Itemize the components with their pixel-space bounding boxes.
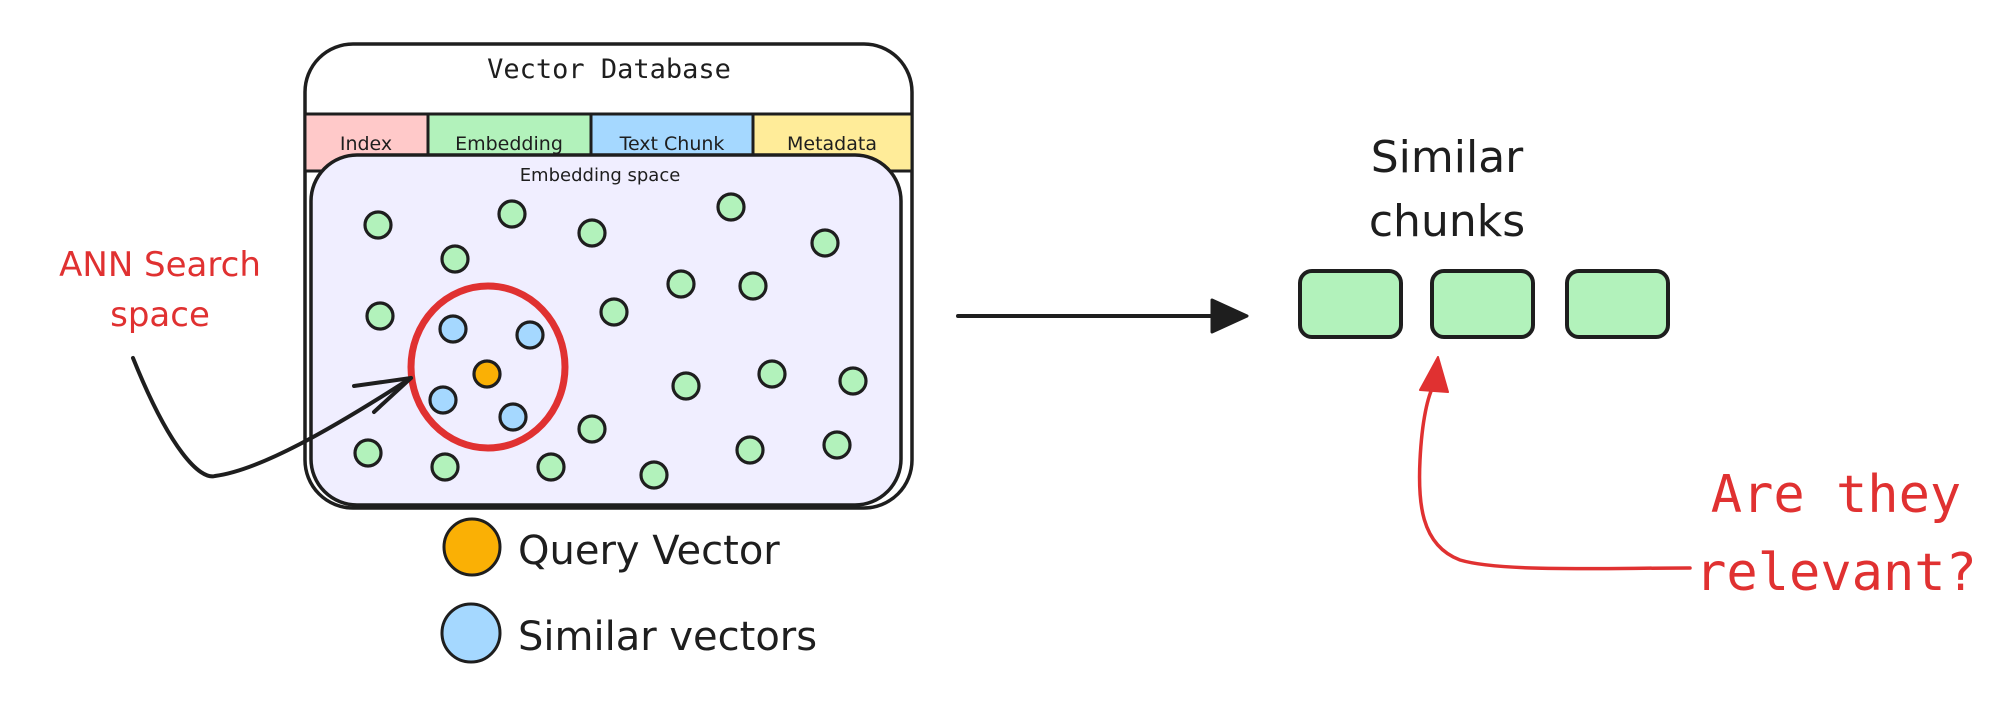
legend-query-label: Query Vector	[518, 528, 780, 574]
chunk-box	[1565, 269, 1670, 339]
vector-database: Vector Database Index Embedding Text Chu…	[303, 42, 914, 510]
ann-pointer-arrow	[131, 356, 413, 479]
ann-pointer-arrowhead	[352, 376, 413, 414]
query-vector-point	[472, 359, 502, 389]
vector-point	[822, 430, 852, 460]
vector-point	[671, 371, 701, 401]
chunk-box	[1298, 269, 1403, 339]
vector-point	[810, 228, 840, 258]
vector-point	[757, 359, 787, 389]
vector-point	[639, 460, 669, 490]
vector-point	[666, 269, 696, 299]
vector-point	[577, 414, 607, 444]
ann-search-label-line1: ANN Search	[59, 245, 261, 285]
vector-point	[440, 244, 470, 274]
relevance-question-line1: Are they	[1711, 465, 1961, 525]
vector-point	[363, 210, 393, 240]
column-text-chunk-label: Text Chunk	[619, 133, 725, 155]
vector-point	[735, 435, 765, 465]
similar-vector-point	[498, 402, 528, 432]
vector-point	[536, 452, 566, 482]
relevance-pointer-arrowhead	[1419, 356, 1449, 393]
vector-point	[599, 297, 629, 327]
vector-point	[738, 271, 768, 301]
legend-similar-label: Similar vectors	[518, 614, 817, 660]
chunk-box	[1430, 269, 1535, 339]
relevance-question-line2: relevant?	[1695, 543, 1977, 603]
ann-search-circle	[407, 282, 569, 452]
chunk-boxes	[1298, 269, 1670, 339]
legend-query-swatch	[442, 517, 502, 577]
relevance-pointer-curve	[1417, 383, 1692, 571]
similar-chunks: Similar chunks	[1298, 132, 1670, 339]
vector-point	[497, 199, 527, 229]
column-embedding-label: Embedding	[455, 133, 563, 155]
similar-vector-point	[438, 314, 468, 344]
similar-vector-point	[515, 320, 545, 350]
vector-point	[430, 452, 460, 482]
vector-point	[716, 192, 746, 222]
retrieval-arrowhead	[1210, 298, 1249, 334]
ann-search-label-line2: space	[110, 295, 210, 335]
legend-similar-swatch	[440, 602, 502, 664]
similar-vector-point	[428, 385, 458, 415]
vector-point	[353, 438, 383, 468]
retrieval-arrow	[956, 298, 1249, 334]
similar-chunks-title-line2: chunks	[1369, 196, 1525, 247]
column-index-label: Index	[340, 133, 392, 155]
vector-point	[577, 218, 607, 248]
legend: Query Vector Similar vectors	[440, 517, 817, 664]
embedding-space-label: Embedding space	[520, 165, 681, 186]
embedding-space	[309, 153, 903, 507]
similar-chunks-title-line1: Similar	[1371, 132, 1524, 183]
ann-search-annotation: ANN Search space	[59, 245, 413, 479]
vector-point	[838, 366, 868, 396]
relevance-annotation: Are they relevant?	[1417, 356, 1977, 603]
vector-point	[365, 301, 395, 331]
database-title: Vector Database	[487, 54, 731, 85]
column-metadata-label: Metadata	[787, 133, 877, 155]
vector-points	[353, 192, 868, 490]
